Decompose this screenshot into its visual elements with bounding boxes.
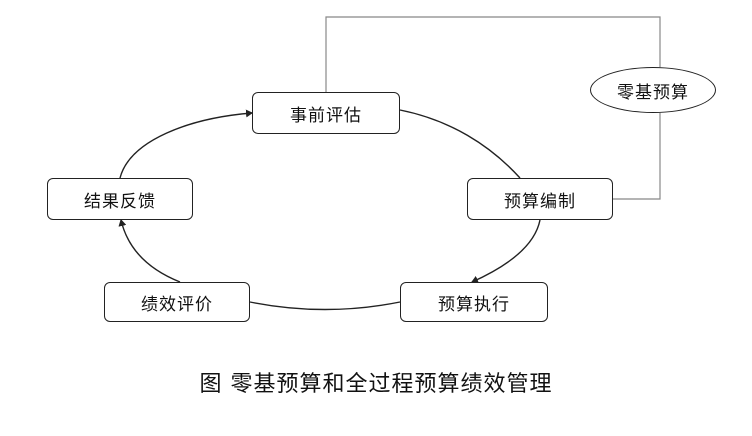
node-execute-label: 预算执行	[438, 294, 510, 315]
node-assess: 事前评估	[252, 92, 400, 134]
node-evaluate: 绩效评价	[104, 282, 250, 322]
node-compile-label: 预算编制	[504, 191, 576, 212]
zbb-connector-bottom	[613, 113, 661, 200]
node-zero-based-budget: 零基预算	[590, 67, 716, 113]
arc-feedback-to-assess	[119, 109, 253, 179]
arc-compile-to-execute	[471, 219, 541, 284]
node-zero-based-budget-label: 零基预算	[617, 82, 689, 103]
arc-execute-to-evaluate	[249, 301, 401, 311]
arc-assess-to-compile	[399, 109, 521, 179]
node-feedback: 结果反馈	[47, 178, 193, 220]
node-assess-label: 事前评估	[290, 105, 362, 126]
node-execute: 预算执行	[400, 282, 548, 322]
node-evaluate-label: 绩效评价	[141, 294, 213, 315]
figure-caption: 图 零基预算和全过程预算绩效管理	[199, 372, 553, 397]
node-feedback-label: 结果反馈	[84, 191, 156, 212]
node-compile: 预算编制	[467, 178, 613, 220]
arc-evaluate-to-feedback	[118, 219, 181, 283]
zbb-connector-top	[325, 16, 661, 92]
